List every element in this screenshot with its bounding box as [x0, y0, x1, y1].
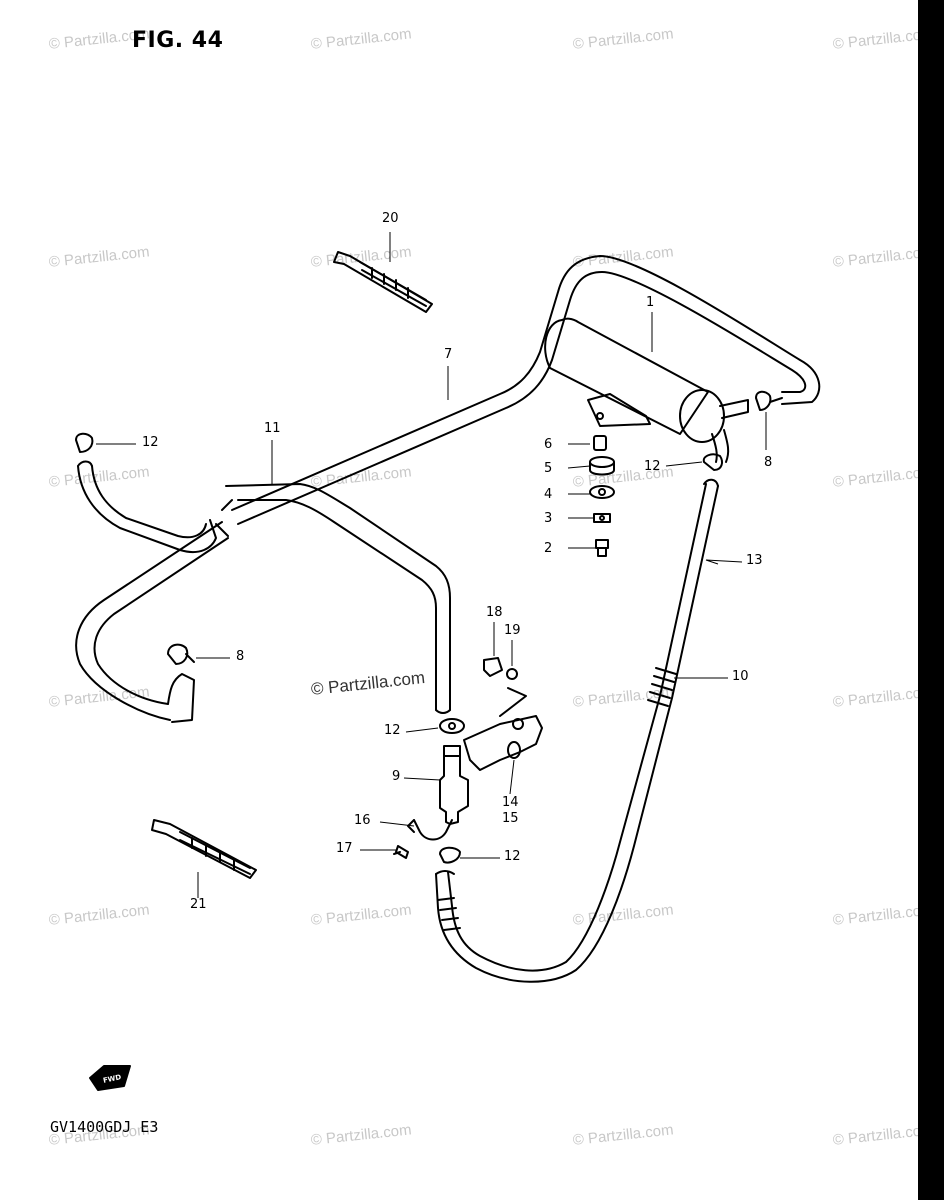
clamp-8-lower-part — [167, 643, 195, 665]
callout-12-valve-lower: 12 — [504, 849, 521, 864]
callout-12-valve-upper: 12 — [384, 723, 401, 738]
callout-16: 16 — [354, 813, 371, 828]
callout-21: 21 — [190, 897, 207, 912]
bracket-14-part — [463, 715, 543, 771]
callout-15: 15 — [502, 811, 519, 826]
callout-13: 13 — [746, 553, 763, 568]
hose-7-part — [231, 255, 821, 525]
callout-12-canister: 12 — [644, 459, 661, 474]
washer-19-part — [499, 668, 527, 717]
fwd-arrow-icon — [89, 1065, 131, 1091]
callout-17: 17 — [336, 841, 353, 856]
callout-5: 5 — [544, 461, 553, 476]
callout-10: 10 — [732, 669, 749, 684]
canister-1-part — [544, 317, 749, 463]
scan-border — [918, 0, 944, 1200]
callout-20: 20 — [382, 211, 399, 226]
screw-17-part — [393, 845, 409, 859]
callout-12-left: 12 — [142, 435, 159, 450]
callout-4: 4 — [544, 487, 553, 502]
clamp-12-lower-part — [439, 846, 461, 864]
callout-8-lower: 8 — [236, 649, 245, 664]
callout-9: 9 — [392, 769, 401, 784]
clamp-12-valve-upper-part — [439, 718, 465, 734]
callout-11: 11 — [264, 421, 281, 436]
mount-stack-part — [589, 435, 615, 557]
clamp-12-upper-part — [702, 453, 723, 471]
hose-11-part — [75, 483, 451, 723]
callout-18: 18 — [486, 605, 503, 620]
clamp-16-part — [407, 819, 453, 841]
callout-8-upper: 8 — [764, 455, 773, 470]
hose-13-10-part — [435, 478, 719, 983]
strap-21-part — [151, 819, 257, 879]
callout-7: 7 — [444, 347, 453, 362]
hose-left-short-part — [77, 460, 217, 554]
callout-6: 6 — [544, 437, 553, 452]
callout-3: 3 — [544, 511, 553, 526]
callout-1: 1 — [646, 295, 655, 310]
clamp-8-upper-part — [755, 390, 783, 411]
model-code: GV1400GDJ E3 — [50, 1118, 159, 1136]
callout-2: 2 — [544, 541, 553, 556]
clamp-12-left-part — [75, 432, 94, 453]
figure-title: FIG. 44 — [132, 28, 224, 53]
exploded-parts-drawing — [75, 232, 821, 1091]
nut-18-part — [483, 657, 503, 677]
callout-14: 14 — [502, 795, 519, 810]
strap-20-part — [333, 251, 433, 313]
callout-19: 19 — [504, 623, 521, 638]
valve-9-part — [439, 745, 469, 825]
